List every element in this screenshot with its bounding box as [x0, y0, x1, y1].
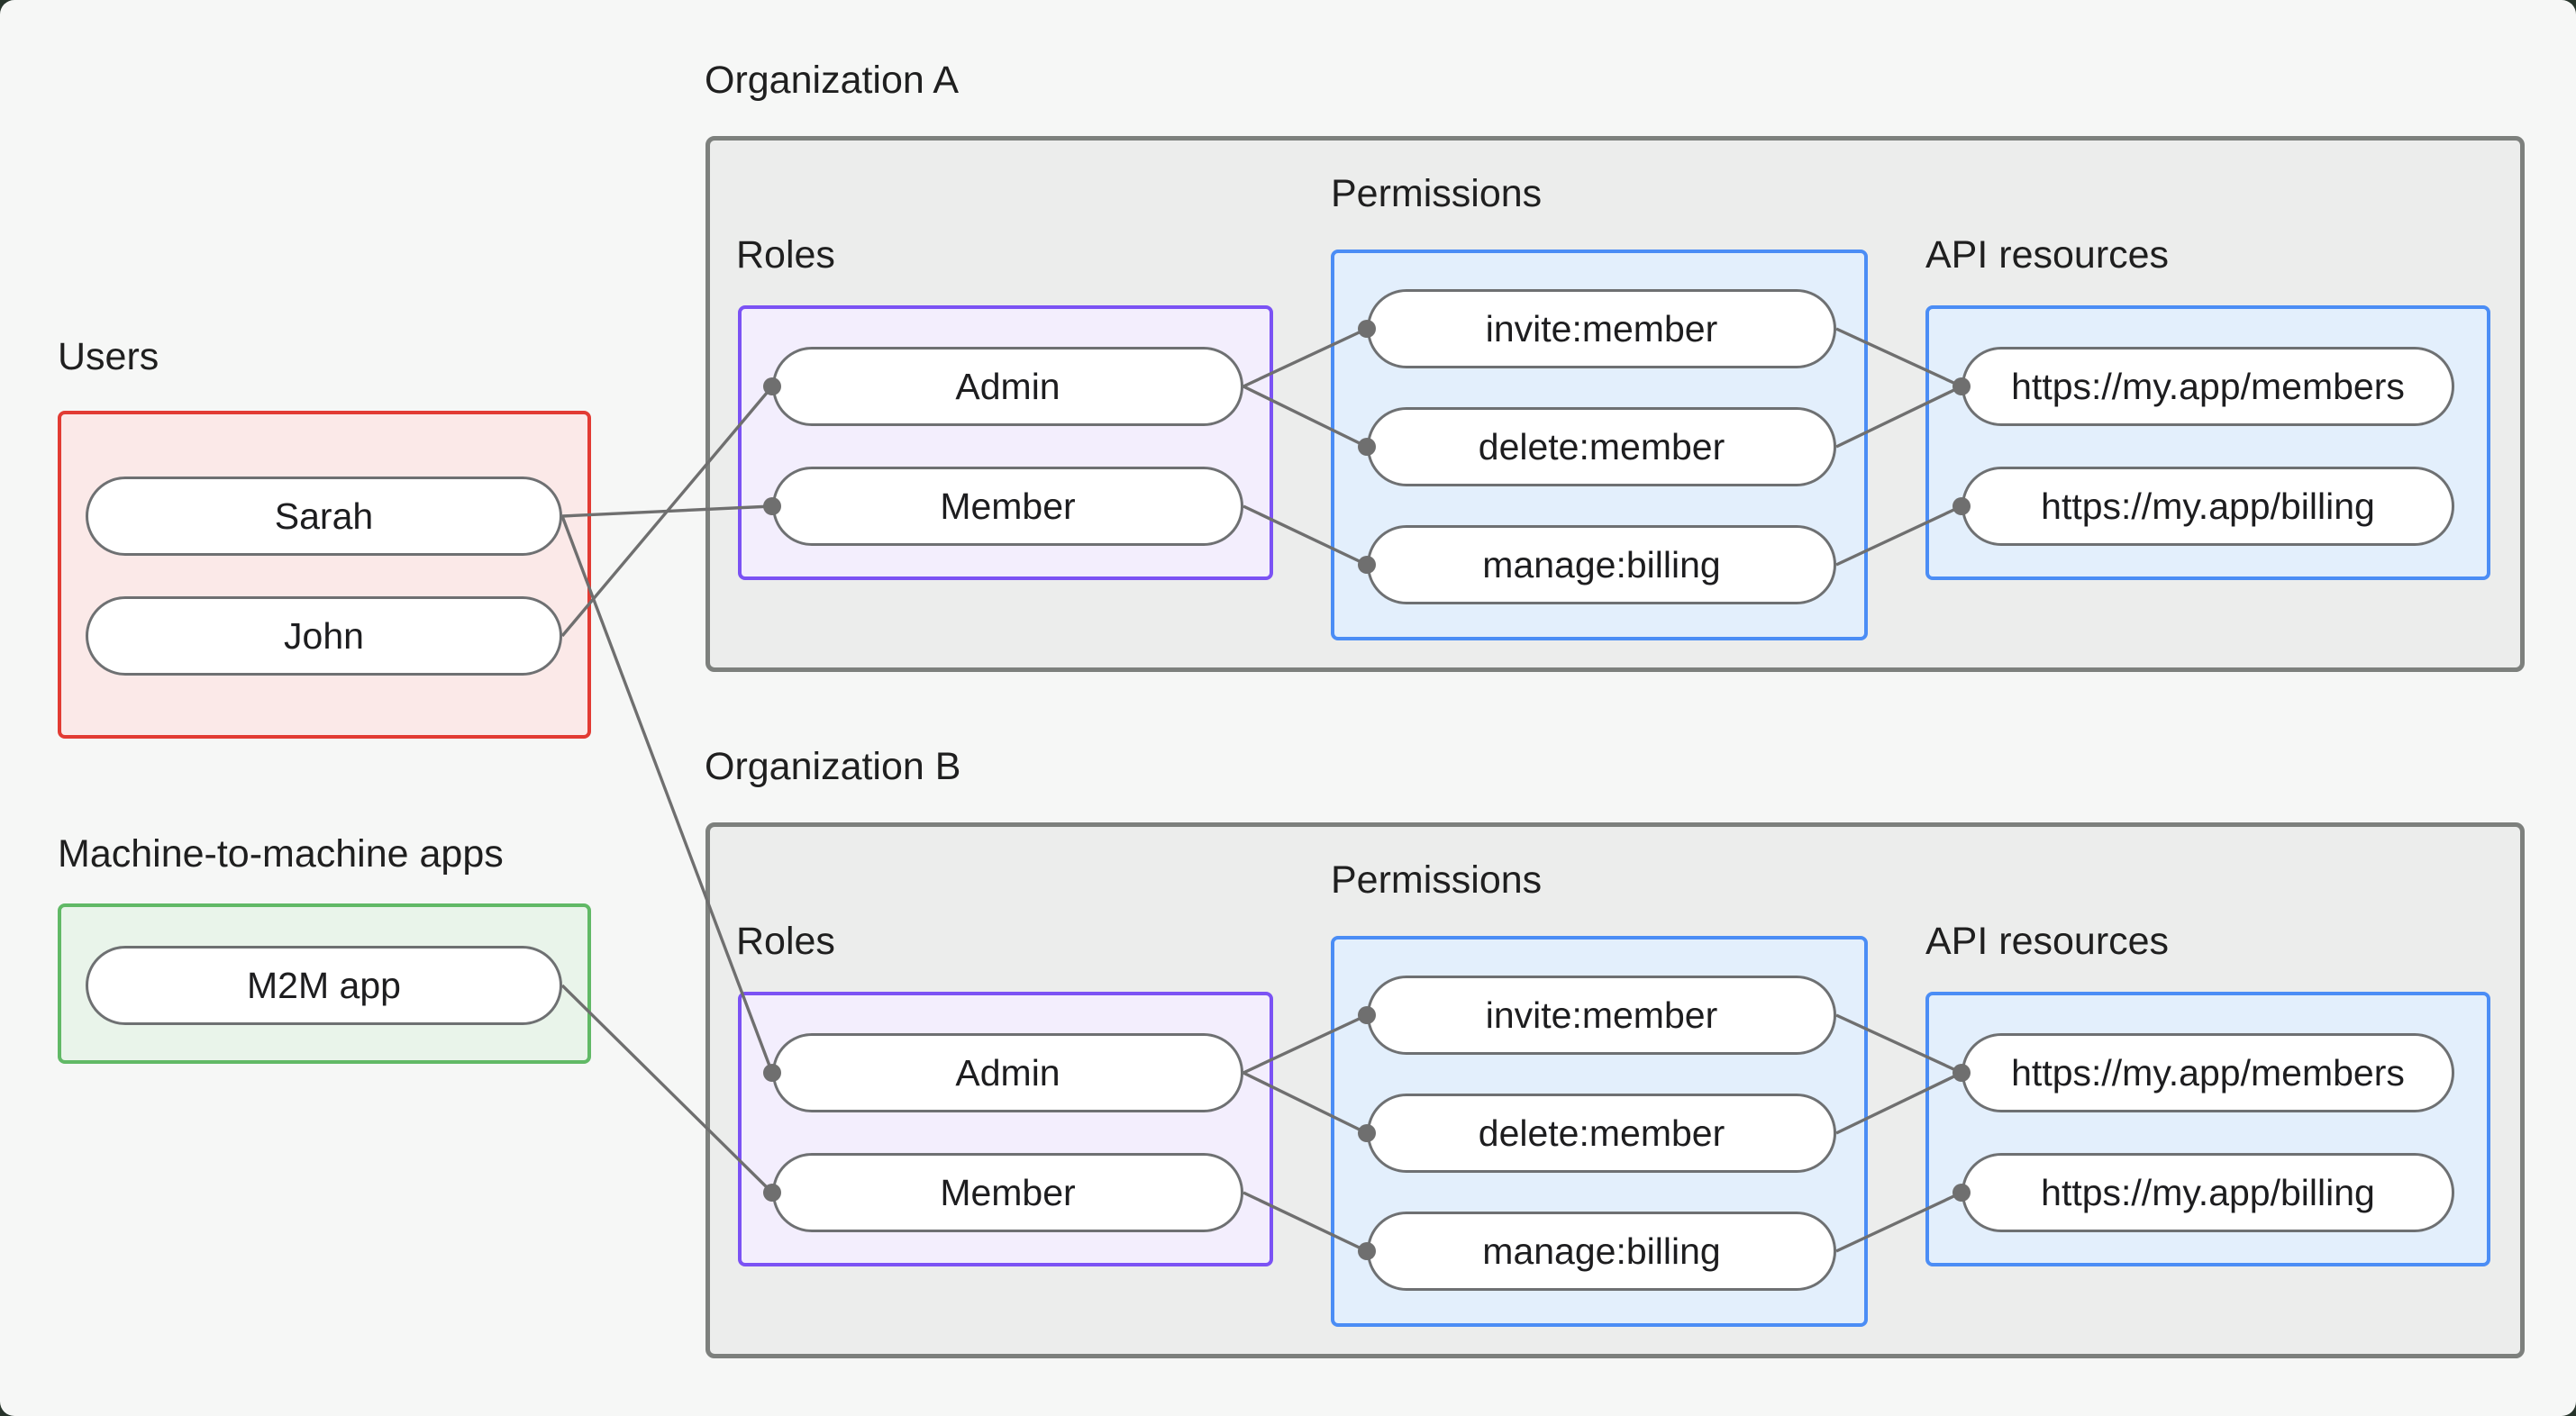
org-b-label: Organization B: [705, 745, 961, 788]
users-group-box: [58, 411, 591, 739]
org-a-roles-label: Roles: [736, 233, 835, 277]
user-node-sarah: Sarah: [86, 477, 562, 556]
org-a-permission-node-delete-member: delete:member: [1367, 407, 1836, 486]
org-a-label: Organization A: [705, 59, 960, 102]
users-section-label: Users: [58, 335, 159, 378]
org-a-role-node-member: Member: [772, 467, 1243, 546]
org-b-api-node-billing: https://my.app/billing: [1962, 1153, 2454, 1232]
org-b-roles-label: Roles: [736, 920, 835, 963]
org-b-permission-node-invite-member: invite:member: [1367, 976, 1836, 1055]
org-a-permissions-label: Permissions: [1331, 172, 1543, 215]
org-b-permission-node-manage-billing: manage:billing: [1367, 1212, 1836, 1291]
org-a-api-node-billing: https://my.app/billing: [1962, 467, 2454, 546]
org-b-permissions-label: Permissions: [1331, 858, 1543, 902]
m2m-section-label: Machine-to-machine apps: [58, 832, 504, 876]
org-b-permission-node-delete-member: delete:member: [1367, 1094, 1836, 1173]
m2m-app-node: M2M app: [86, 946, 562, 1025]
org-a-permission-node-invite-member: invite:member: [1367, 289, 1836, 368]
org-b-api-resources-label: API resources: [1925, 920, 2170, 963]
org-b-role-node-admin: Admin: [772, 1033, 1243, 1112]
org-a-role-node-admin: Admin: [772, 347, 1243, 426]
org-a-permission-node-manage-billing: manage:billing: [1367, 525, 1836, 604]
org-a-api-node-members: https://my.app/members: [1962, 347, 2454, 426]
org-b-role-node-member: Member: [772, 1153, 1243, 1232]
org-a-api-resources-label: API resources: [1925, 233, 2170, 277]
org-b-api-node-members: https://my.app/members: [1962, 1033, 2454, 1112]
user-node-john: John: [86, 596, 562, 676]
